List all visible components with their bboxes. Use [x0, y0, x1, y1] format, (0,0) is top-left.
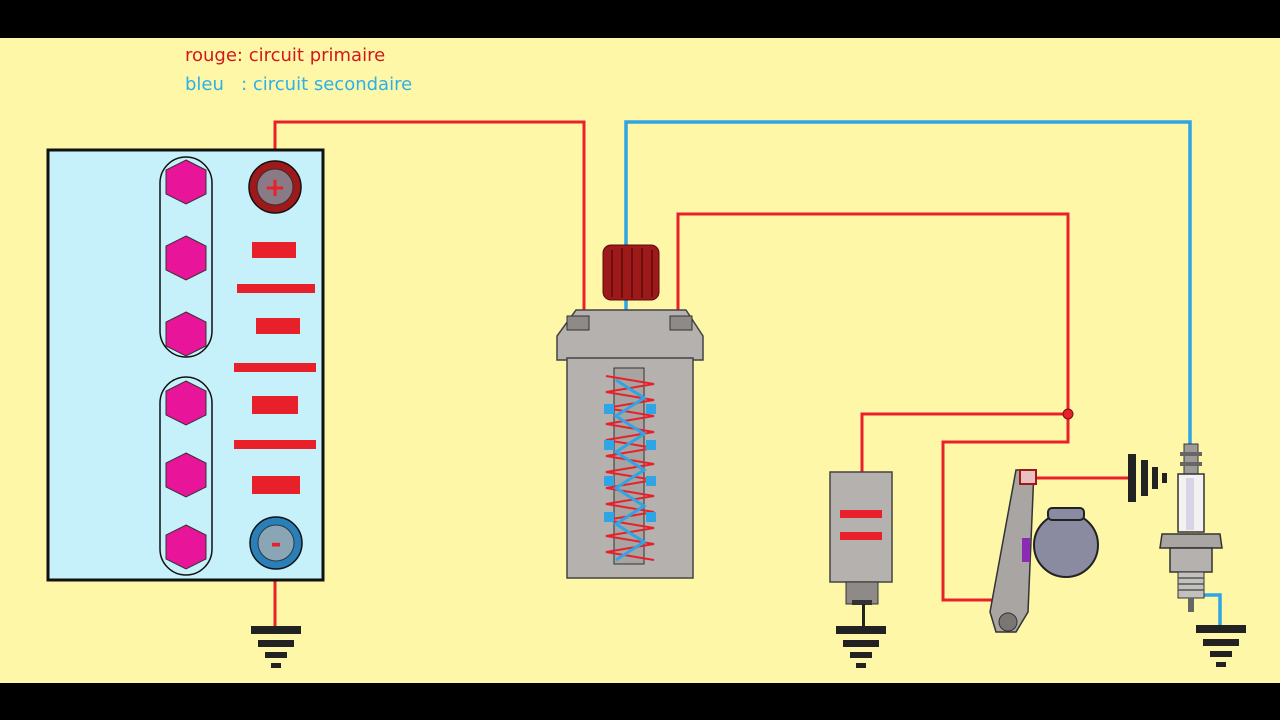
coil-terminal-right: [669, 315, 693, 331]
wire-junction-to-condenser: [860, 412, 1068, 472]
battery-plate-long: [234, 363, 316, 372]
spark-plug-hex: [1159, 533, 1223, 549]
battery-plate-short: [252, 396, 298, 414]
condenser-icon: [829, 471, 893, 605]
ground-symbol-icon: [1128, 454, 1167, 502]
coil-terminal-left: [566, 315, 590, 331]
spark-plug-thread: [1177, 571, 1205, 599]
battery-positive-symbol: +: [264, 173, 286, 203]
battery-plate-long: [237, 284, 315, 293]
ground-symbol-icon: [836, 604, 886, 668]
battery-positive-terminal: +: [248, 160, 302, 214]
battery-plate-short: [256, 318, 300, 334]
spark-plug-terminal: [1183, 443, 1199, 475]
battery-cell: [165, 159, 207, 205]
battery-cell: [165, 235, 207, 281]
battery-plate-short: [252, 476, 300, 494]
wire-junction-to-points: [941, 414, 1070, 602]
battery-cell: [165, 452, 207, 498]
battery-cell: [165, 311, 207, 357]
wire-junction: [1062, 408, 1074, 420]
spark-plug-icon: [1159, 443, 1223, 612]
ground-symbol-icon: [1196, 625, 1246, 667]
battery-cell-group-2: [159, 376, 213, 576]
battery-icon: + -: [46, 148, 325, 582]
ignition-coil-icon: [556, 244, 704, 579]
battery-cell-group-1: [159, 156, 213, 358]
battery-plates: [234, 242, 316, 494]
battery-cell: [165, 380, 207, 426]
coil-top: [556, 309, 704, 361]
battery-plate-long: [234, 440, 316, 449]
battery-cell: [165, 524, 207, 570]
condenser-plate-top: [840, 510, 882, 518]
breaker-contact-top: [1019, 469, 1037, 485]
spark-plug-body: [1169, 547, 1213, 573]
ground-symbol-icon: [251, 626, 301, 668]
spark-plug-electrode: [1188, 598, 1194, 612]
condenser-plate-bottom: [840, 532, 882, 540]
coil-secondary-winding: [613, 378, 647, 562]
breaker-rubbing-block: [1022, 538, 1030, 562]
distributor-cam-icon: [1033, 507, 1099, 578]
battery-negative-symbol: -: [271, 529, 282, 559]
breaker-pivot: [998, 612, 1018, 632]
letterbox-bottom: [0, 683, 1280, 720]
battery-cells: [165, 159, 207, 570]
battery-negative-terminal: -: [249, 516, 303, 570]
legend-primary-circuit: rouge: circuit primaire: [185, 45, 386, 66]
letterbox-top: [0, 0, 1280, 38]
legend-secondary-circuit: bleu : circuit secondaire: [185, 74, 413, 95]
breaker-points-icon: [989, 469, 1037, 633]
condenser-body: [829, 471, 893, 583]
battery-plate-short: [252, 242, 296, 258]
wire-coil-to-junction: [676, 212, 1070, 414]
coil-secondary-blocks: [604, 404, 656, 522]
